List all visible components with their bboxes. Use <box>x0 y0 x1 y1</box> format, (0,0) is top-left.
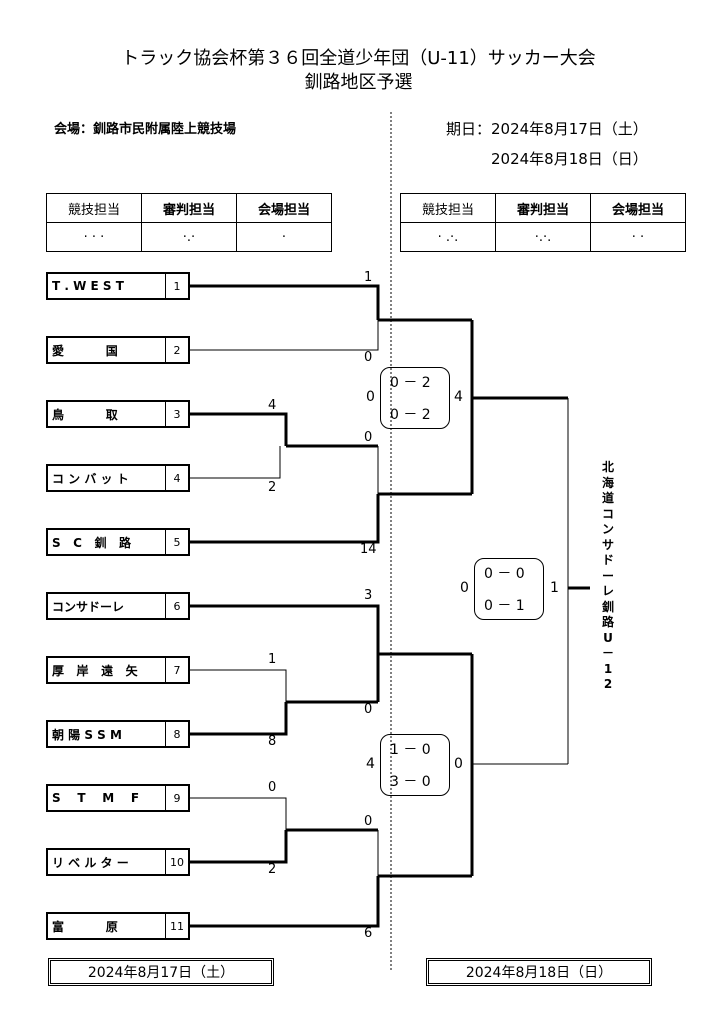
sf1-score-left: 0 <box>366 389 375 405</box>
team-seed: 7 <box>165 658 188 682</box>
team-name: 厚 岸 遠 矢 <box>52 663 138 678</box>
score: 0 <box>268 780 277 795</box>
team-name: 富 原 <box>52 919 118 934</box>
team-seed: 1 <box>165 274 188 298</box>
score: 2 <box>268 480 277 495</box>
team-seed: 10 <box>165 850 188 874</box>
team-seed: 5 <box>165 530 188 554</box>
staff-header-venue: 会場担当 <box>236 193 332 223</box>
sf2-score-left: 4 <box>366 756 375 772</box>
score: 0 <box>364 350 373 365</box>
staff-value: · <box>236 222 332 252</box>
staff-header-referee: 審判担当 <box>495 193 591 223</box>
staff-value: · · <box>590 222 686 252</box>
staff-table-right: 競技担当 審判担当 会場担当 · .·. ·.·. · · <box>400 193 686 252</box>
final-half2: 0 － 1 <box>484 598 525 614</box>
score: 14 <box>360 542 377 557</box>
sf2-bracket <box>380 734 450 796</box>
team-box: S C 釧 路 5 <box>46 528 190 556</box>
venue-label: 会場：釧路市民附属陸上競技場 <box>54 122 237 137</box>
staff-value: · .·. <box>400 222 496 252</box>
date-label-1: 期日：2024年8月17日（土） <box>446 120 648 138</box>
team-seed: 11 <box>165 914 188 938</box>
page-subtitle: 釧路地区予選 <box>304 72 413 93</box>
team-name: T . W E S T <box>52 279 124 293</box>
team-seed: 3 <box>165 402 188 426</box>
team-name: 鳥 取 <box>52 407 118 422</box>
staff-value: · · · <box>46 222 142 252</box>
staff-header-referee: 審判担当 <box>141 193 237 223</box>
sf1-half2: 0 － 2 <box>390 407 431 423</box>
final-score-left: 0 <box>460 580 469 596</box>
date-label-2: 2024年8月18日（日） <box>491 150 648 168</box>
team-seed: 2 <box>165 338 188 362</box>
final-bracket <box>474 558 544 620</box>
team-name: リ ベ ル タ ー <box>52 855 129 870</box>
sf1-score-right: 4 <box>454 389 463 405</box>
score: 1 <box>268 652 277 667</box>
score: 6 <box>364 926 373 941</box>
score: 0 <box>364 814 373 829</box>
team-name: コ ン バ ッ ト <box>52 471 129 486</box>
score: 2 <box>268 862 277 877</box>
staff-header-competition: 競技担当 <box>400 193 496 223</box>
score: 4 <box>268 398 277 413</box>
team-box: S T M F 9 <box>46 784 190 812</box>
sf2-score-right: 0 <box>454 756 463 772</box>
staff-value: ·.·. <box>495 222 591 252</box>
team-seed: 6 <box>165 594 188 618</box>
team-box: リ ベ ル タ ー 10 <box>46 848 190 876</box>
score: 8 <box>268 734 277 749</box>
score: 1 <box>364 270 373 285</box>
team-seed: 4 <box>165 466 188 490</box>
footer-date-right: 2024年8月18日（日） <box>426 958 652 986</box>
score: 0 <box>364 430 373 445</box>
sf2-half2: 3 － 0 <box>390 774 431 790</box>
team-box: 鳥 取 3 <box>46 400 190 428</box>
final-half1: 0 － 0 <box>484 566 525 582</box>
team-box: コ ン バ ッ ト 4 <box>46 464 190 492</box>
score: 3 <box>364 588 373 603</box>
score: 0 <box>364 702 373 717</box>
team-box: T . W E S T 1 <box>46 272 190 300</box>
team-box: コンサドーレ 6 <box>46 592 190 620</box>
team-box: 愛 国 2 <box>46 336 190 364</box>
staff-table-left: 競技担当 審判担当 会場担当 · · · ·.· · <box>46 193 332 252</box>
sf1-half1: 0 － 2 <box>390 375 431 391</box>
team-box: 朝 陽 S S M 8 <box>46 720 190 748</box>
team-name: コンサドーレ <box>52 599 125 614</box>
final-score-right: 1 <box>550 580 559 596</box>
team-box: 厚 岸 遠 矢 7 <box>46 656 190 684</box>
team-name: 愛 国 <box>52 343 118 358</box>
team-name: 朝 陽 S S M <box>52 727 122 742</box>
team-box: 富 原 11 <box>46 912 190 940</box>
team-name: S T M F <box>52 791 140 805</box>
footer-date-left: 2024年8月17日（土） <box>48 958 274 986</box>
page-title: トラック協会杯第３６回全道少年団（U-11）サッカー大会 <box>121 48 596 69</box>
team-seed: 9 <box>165 786 188 810</box>
sf1-bracket <box>380 367 450 429</box>
team-name: S C 釧 路 <box>52 535 132 550</box>
team-seed: 8 <box>165 722 188 746</box>
staff-value: ·.· <box>141 222 237 252</box>
sf2-half1: 1 － 0 <box>390 742 431 758</box>
staff-header-venue: 会場担当 <box>590 193 686 223</box>
staff-header-competition: 競技担当 <box>46 193 142 223</box>
